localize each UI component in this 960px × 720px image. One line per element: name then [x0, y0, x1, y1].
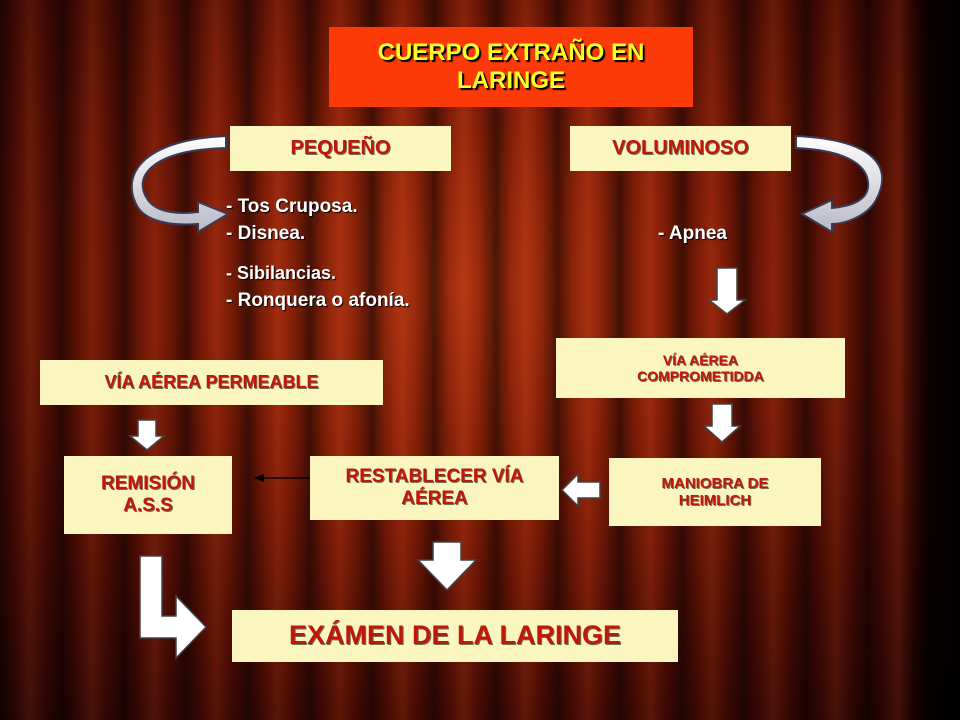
airway-compromised-label: VÍA AÉREA COMPROMETIDDA: [637, 351, 764, 384]
down-arrow-icon: [416, 541, 478, 592]
thin-left-arrow-icon: [254, 474, 310, 482]
left-arrow-icon: [560, 472, 601, 508]
large-branch-box: VOLUMINOSO: [570, 126, 791, 171]
symptom-item: - Tos Cruposa.: [226, 196, 358, 217]
heimlich-box: MANIOBRA DE HEIMLICH: [609, 458, 821, 526]
symptom-item: - Ronquera o afonía.: [226, 290, 410, 311]
heimlich-label: MANIOBRA DE HEIMLICH: [661, 474, 769, 509]
curved-arrow-left-icon: [130, 134, 231, 234]
small-branch-label: PEQUEÑO: [290, 137, 391, 159]
large-branch-label: VOLUMINOSO: [612, 137, 749, 159]
symptom-item: - Disnea.: [226, 223, 306, 244]
laryngeal-exam-box: EXÁMEN DE LA LARINGE: [232, 610, 678, 662]
restore-airway-label: RESTABLECER VÍA AÉREA: [345, 466, 524, 509]
down-arrow-icon: [127, 419, 167, 451]
airway-compromised-box: VÍA AÉREA COMPROMETIDDA: [556, 338, 845, 398]
l-shaped-arrow-icon: [139, 555, 208, 660]
title-box: CUERPO EXTRAÑO EN LARINGE: [329, 27, 693, 107]
apnea-symptom: - Apnea: [658, 223, 727, 244]
small-branch-box: PEQUEÑO: [230, 126, 451, 171]
remission-box: REMISIÓN A.S.S: [64, 456, 232, 534]
remission-label: REMISIÓN A.S.S: [101, 473, 195, 516]
symptom-item: - Sibilancias.: [226, 263, 337, 283]
curved-arrow-right-icon: [795, 134, 884, 234]
airway-patent-label: VÍA AÉREA PERMEABLE: [104, 372, 319, 393]
down-arrow-icon: [706, 267, 748, 315]
laryngeal-exam-label: EXÁMEN DE LA LARINGE: [288, 620, 621, 651]
airway-patent-box: VÍA AÉREA PERMEABLE: [40, 360, 383, 405]
down-arrow-icon: [702, 403, 742, 444]
restore-airway-box: RESTABLECER VÍA AÉREA: [310, 456, 559, 520]
title-text: CUERPO EXTRAÑO EN LARINGE: [377, 39, 645, 94]
